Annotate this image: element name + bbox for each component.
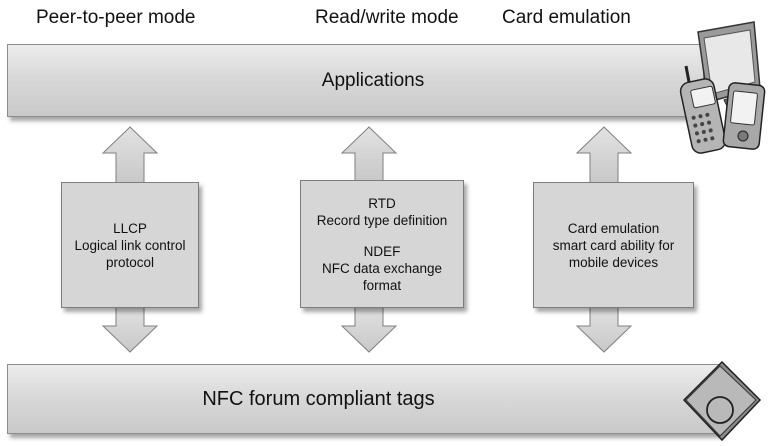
arrow-down-rtd (340, 305, 398, 353)
rtd-description: Record type definition (316, 212, 448, 228)
mode-label-card-emulation: Card emulation (502, 7, 631, 28)
rtd-ndef-box: RTD Record type definition NDEF NFC data… (300, 180, 464, 308)
llcp-title: LLCP (113, 220, 147, 236)
card-emulation-description-line1: smart card ability for (552, 237, 675, 253)
ndef-description-line1: NFC data exchange (321, 260, 443, 276)
arrow-up-ce (575, 126, 633, 184)
nfc-tag-icon (682, 360, 762, 442)
applications-layer: Applications (7, 44, 704, 117)
llcp-box: LLCP Logical link control protocol (61, 182, 199, 308)
applications-label: Applications (321, 69, 425, 91)
mode-label-peer-to-peer: Peer-to-peer mode (36, 7, 196, 28)
mode-label-read-write: Read/write mode (315, 7, 459, 28)
ndef-description-line2: format (362, 277, 402, 293)
arrow-up-llcp (101, 126, 159, 184)
card-emulation-box: Card emulation smart card ability for mo… (533, 182, 694, 308)
card-emulation-title: Card emulation (567, 220, 660, 236)
llcp-description-line2: protocol (105, 254, 155, 270)
nfc-tags-label: NFC forum compliant tags (202, 387, 435, 410)
nfc-tags-layer: NFC forum compliant tags (7, 364, 720, 434)
llcp-description-line1: Logical link control (74, 237, 186, 253)
ndef-title: NDEF (363, 243, 401, 259)
arrow-down-ce (575, 305, 633, 353)
arrow-down-llcp (101, 305, 159, 353)
rtd-title: RTD (368, 195, 396, 211)
mobile-devices-icon (679, 21, 766, 154)
card-emulation-description-line2: mobile devices (568, 254, 659, 270)
arrow-up-rtd (340, 126, 398, 182)
